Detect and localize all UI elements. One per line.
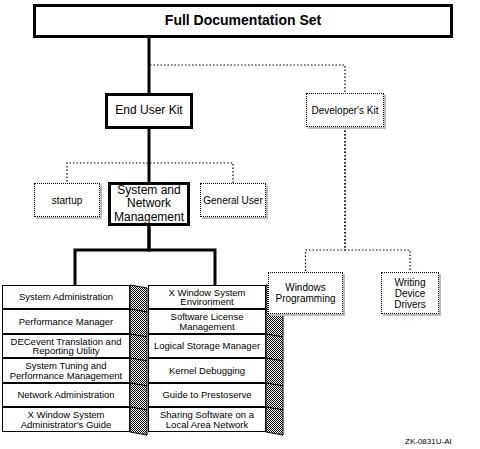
- node-text: Developer's Kit: [312, 105, 379, 116]
- book-shading: [130, 383, 147, 410]
- node-text: End User Kit: [115, 104, 182, 117]
- book-shading: [266, 334, 283, 361]
- connector: [306, 127, 346, 272]
- book-shading: [130, 334, 147, 361]
- book-volume: Guide to Prestoserve: [148, 383, 266, 407]
- book-volume: Performance Manager: [2, 309, 130, 334]
- node-text: Software License Management: [152, 312, 262, 331]
- node-text: DECevent Translation and Reporting Utili…: [6, 337, 126, 356]
- book-volume: Network Administration: [2, 383, 130, 407]
- book-shading: [130, 309, 147, 337]
- category-box: General User: [200, 183, 266, 217]
- node-text: startup: [52, 195, 83, 206]
- book-volume: System Tuning and Performance Management: [2, 358, 130, 383]
- node-text: X Window System Administrator's Guide: [6, 410, 126, 429]
- book-volume: System Administration: [2, 285, 130, 309]
- book-shading: [266, 407, 283, 435]
- connector: [149, 129, 233, 183]
- node-text: System and Network Management: [111, 184, 187, 224]
- category-box: System and Network Management: [108, 182, 190, 226]
- book-volume: X Window System Environment: [148, 285, 266, 309]
- node-text: Windows Programming: [269, 282, 342, 304]
- kit-box: Developer's Kit: [306, 93, 384, 127]
- title-box: Full Documentation Set: [33, 4, 453, 38]
- connector: [75, 226, 149, 285]
- book-volume: X Window System Administrator's Guide: [2, 407, 130, 432]
- book-shading: [130, 285, 147, 312]
- book-volume: Software License Management: [148, 309, 266, 334]
- figure-id: ZK-0831U-AI: [405, 437, 452, 446]
- connector: [345, 127, 410, 272]
- node-text: Kernel Debugging: [169, 366, 245, 376]
- book-volume: DECevent Translation and Reporting Utili…: [2, 334, 130, 358]
- kit-box: End User Kit: [105, 93, 193, 129]
- node-text: Sharing Software on a Local Area Network: [152, 410, 262, 429]
- node-text: X Window System Environment: [152, 288, 262, 307]
- connector: [149, 226, 215, 285]
- connector: [67, 129, 149, 183]
- connector: [149, 38, 345, 93]
- node-text: General User: [203, 195, 262, 206]
- book-volume: Sharing Software on a Local Area Network: [148, 407, 266, 432]
- book-volume: Logical Storage Manager: [148, 334, 266, 358]
- node-text: Network Administration: [17, 390, 114, 400]
- node-text: System Administration: [19, 292, 113, 302]
- manual-box: Writing Device Drivers: [381, 272, 439, 314]
- book-volume: Kernel Debugging: [148, 358, 266, 383]
- node-text: Writing Device Drivers: [382, 277, 438, 310]
- node-text: System Tuning and Performance Management: [6, 361, 126, 380]
- node-text: Performance Manager: [19, 317, 114, 327]
- book-shading: [130, 407, 147, 435]
- book-shading: [130, 358, 147, 386]
- category-box: startup: [34, 183, 100, 217]
- node-text: Logical Storage Manager: [154, 341, 260, 351]
- node-text: Guide to Prestoserve: [162, 390, 251, 400]
- manual-box: Windows Programming: [268, 272, 343, 314]
- node-text: Full Documentation Set: [165, 13, 321, 28]
- book-shading: [266, 358, 283, 386]
- book-shading: [266, 383, 283, 410]
